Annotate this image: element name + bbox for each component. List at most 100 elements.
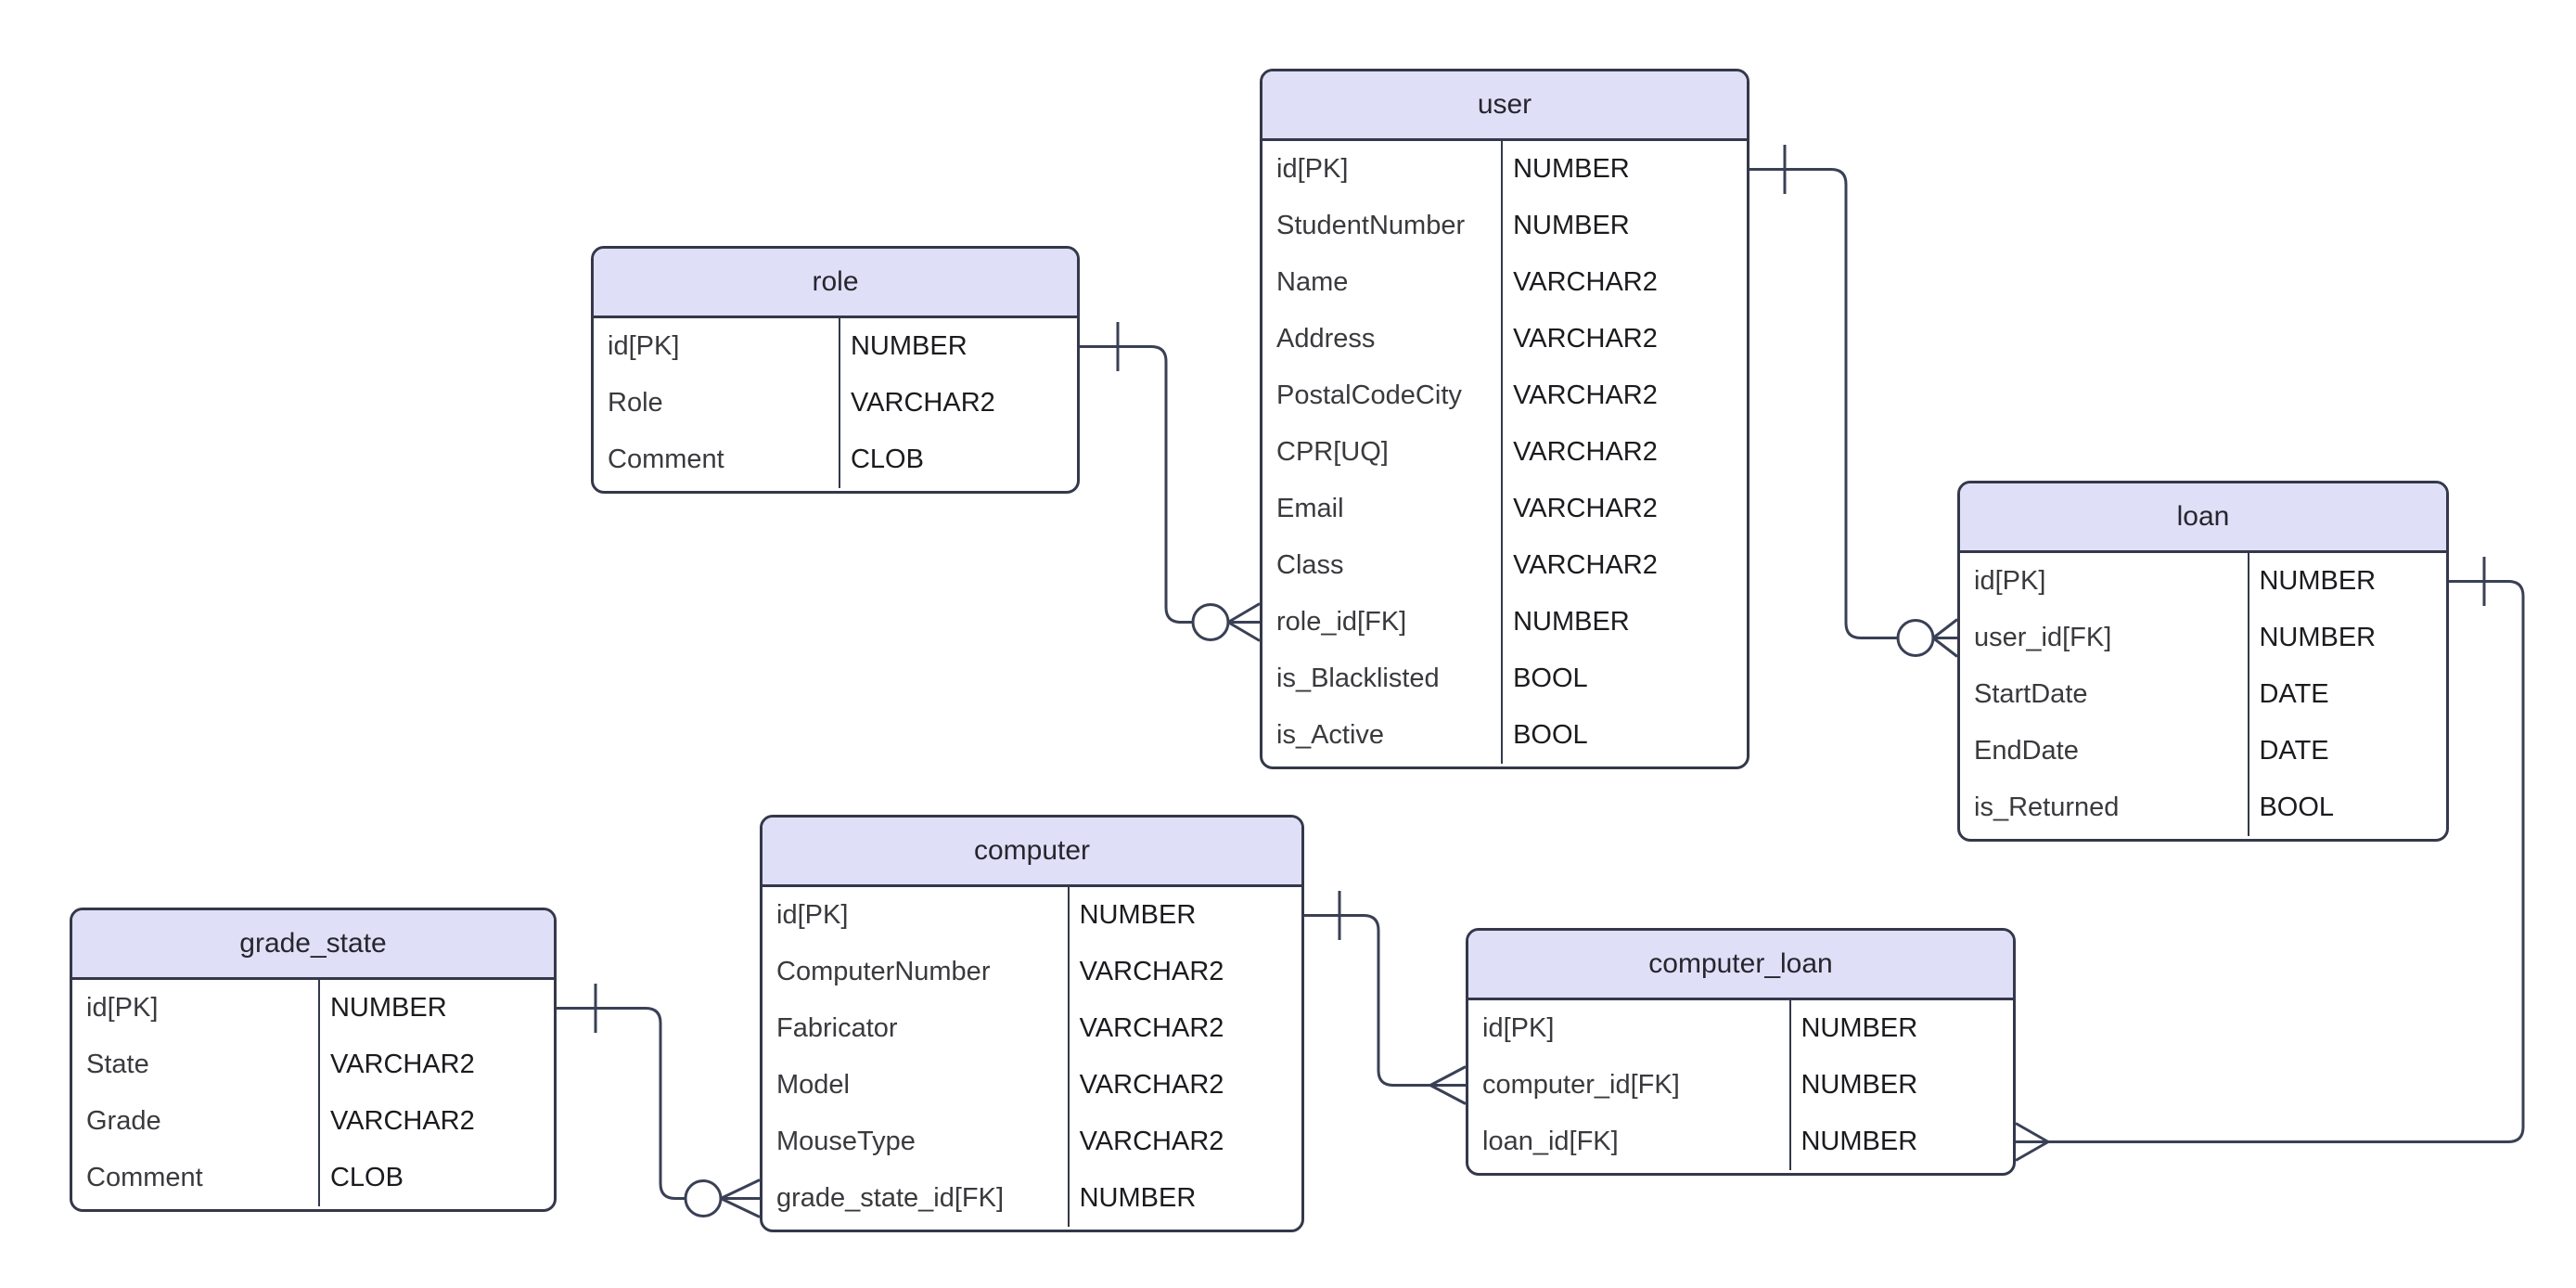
field-name: loan_id[FK] xyxy=(1482,1127,1619,1156)
field-type: VARCHAR2 xyxy=(1079,957,1224,986)
er-field-row-computer-4[interactable]: MouseType VARCHAR2 xyxy=(763,1114,1301,1170)
field-type: NUMBER xyxy=(1079,900,1197,930)
column-divider xyxy=(1501,141,1503,764)
er-table-role-title: role xyxy=(594,249,1077,318)
field-name: computer_id[FK] xyxy=(1482,1070,1680,1100)
er-field-row-computer-5[interactable]: grade_state_id[FK]NUMBER xyxy=(763,1170,1301,1227)
er-table-computer_loan[interactable]: computer_loan id[PK] NUMBER computer_id[FK]… xyxy=(1466,928,2016,1176)
field-type: BOOL xyxy=(2259,792,2335,822)
field-name: id[PK] xyxy=(608,331,680,361)
connector-grade_state-computer[interactable] xyxy=(557,984,761,1218)
field-type: DATE xyxy=(2259,736,2329,766)
er-field-row-loan-2[interactable]: StartDate DATE xyxy=(1960,666,2446,723)
field-name: user_id[FK] xyxy=(1974,623,2112,652)
field-name: id[PK] xyxy=(1482,1013,1555,1043)
er-field-row-loan-1[interactable]: user_id[FK]NUMBER xyxy=(1960,610,2446,666)
connector-line xyxy=(1304,914,1430,1087)
er-field-row-loan-0[interactable]: id[PK]NUMBER xyxy=(1960,553,2446,610)
field-type: VARCHAR2 xyxy=(1079,1127,1224,1156)
er-field-row-user-5[interactable]: CPR[UQ]VARCHAR2 xyxy=(1262,424,1747,481)
field-name: Model xyxy=(776,1070,850,1100)
er-field-row-computer_loan-1[interactable]: computer_id[FK]NUMBER xyxy=(1468,1057,2013,1114)
crow-foot-many xyxy=(1932,618,1958,658)
field-type: DATE xyxy=(2259,679,2329,709)
field-name: MouseType xyxy=(776,1127,916,1156)
er-table-loan-title: loan xyxy=(1960,483,2446,553)
field-type: BOOL xyxy=(1513,720,1588,750)
field-name: EndDate xyxy=(1974,736,2079,766)
field-name: Class xyxy=(1276,550,1344,580)
er-field-row-user-8[interactable]: role_id[FK]NUMBER xyxy=(1262,594,1747,650)
connector-computer-computer_loan[interactable] xyxy=(1304,891,1467,1105)
er-field-row-computer_loan-2[interactable]: loan_id[FK]NUMBER xyxy=(1468,1114,2013,1170)
field-name: Address xyxy=(1276,324,1376,354)
field-name: StartDate xyxy=(1974,679,2088,709)
er-field-row-user-0[interactable]: id[PK] NUMBER xyxy=(1262,141,1747,198)
crow-foot-many xyxy=(720,1179,761,1218)
field-name: id[PK] xyxy=(1276,154,1349,184)
field-type: NUMBER xyxy=(1513,607,1630,637)
field-name: id[PK] xyxy=(776,900,849,930)
field-type: VARCHAR2 xyxy=(1513,267,1658,297)
er-table-computer_loan-title: computer_loan xyxy=(1468,931,2013,1000)
field-name: Comment xyxy=(86,1163,203,1192)
connector-role-user[interactable] xyxy=(1080,322,1261,642)
er-field-row-role-0[interactable]: id[PK] NUMBER xyxy=(594,318,1077,375)
field-type: VARCHAR2 xyxy=(1513,380,1658,410)
connector-user-loan[interactable] xyxy=(1749,145,1958,658)
column-divider xyxy=(1789,1000,1791,1170)
field-name: Name xyxy=(1276,267,1349,297)
connector-line xyxy=(1080,345,1193,624)
er-field-row-loan-3[interactable]: EndDate DATE xyxy=(1960,723,2446,779)
connector-line xyxy=(2048,580,2525,1143)
er-field-row-computer-0[interactable]: id[PK] NUMBER xyxy=(763,887,1301,944)
crow-foot-many xyxy=(1429,1065,1467,1105)
field-name: id[PK] xyxy=(1974,566,2046,596)
field-type: VARCHAR2 xyxy=(329,1106,475,1136)
er-table-user-title: user xyxy=(1262,71,1747,141)
column-divider xyxy=(318,980,320,1206)
field-type: NUMBER xyxy=(1801,1013,1918,1043)
connector-line xyxy=(557,1007,686,1200)
field-type: VARCHAR2 xyxy=(329,1050,475,1079)
field-type: VARCHAR2 xyxy=(1513,324,1658,354)
field-name: is_Blacklisted xyxy=(1276,663,1440,693)
er-field-row-user-3[interactable]: Address VARCHAR2 xyxy=(1262,311,1747,367)
field-name: id[PK] xyxy=(86,993,159,1023)
field-name: Fabricator xyxy=(776,1013,898,1043)
field-type: NUMBER xyxy=(1513,154,1630,184)
er-field-row-computer_loan-0[interactable]: id[PK] NUMBER xyxy=(1468,1000,2013,1057)
crow-foot-many xyxy=(1227,602,1261,642)
er-field-row-grade_state-0[interactable]: id[PK]NUMBER xyxy=(72,980,554,1037)
column-divider xyxy=(1068,887,1070,1227)
er-field-row-user-2[interactable]: Name VARCHAR2 xyxy=(1262,254,1747,311)
field-type: NUMBER xyxy=(850,331,968,361)
connector-loan-computer_loan[interactable] xyxy=(2015,557,2525,1162)
field-name: Email xyxy=(1276,494,1344,523)
